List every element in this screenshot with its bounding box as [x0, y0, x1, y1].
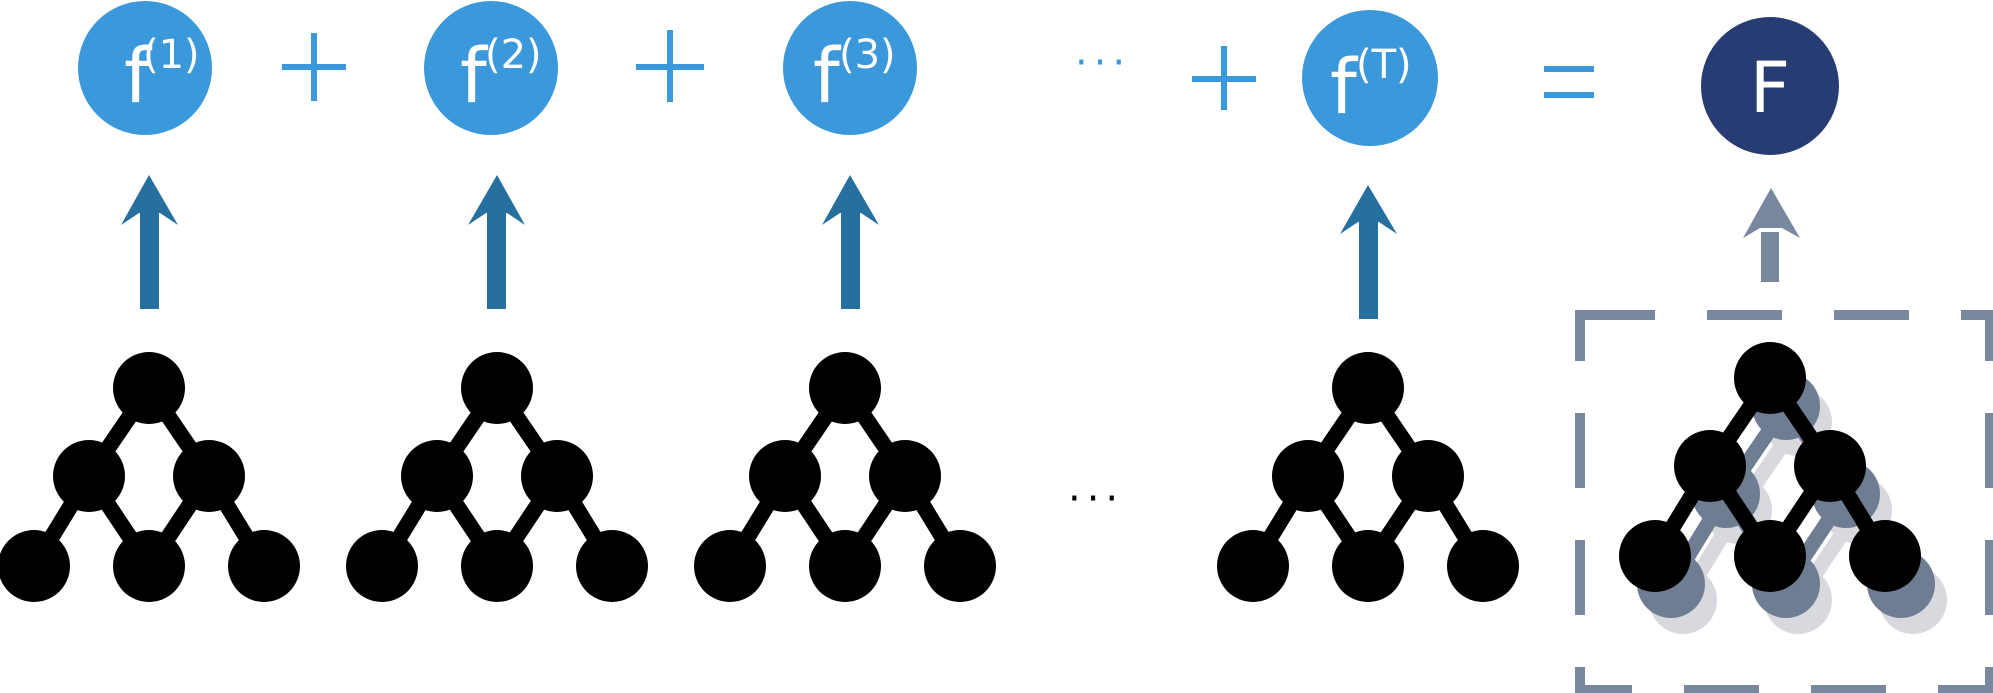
- tree-inner-node: [173, 440, 245, 512]
- tree-root-node: [809, 352, 881, 424]
- up-arrow-icon: [121, 175, 178, 309]
- equals-sign-top: [1544, 66, 1594, 72]
- binary-tree-icon: [694, 352, 996, 602]
- formula-row: f (1) f (2) f (3) ···: [78, 1, 1839, 155]
- tree-leaf-node: [694, 530, 766, 602]
- model-node-f3: f (3): [783, 1, 917, 135]
- trees-ellipsis: ···: [1068, 476, 1124, 522]
- ensemble-node-F-label: F: [1750, 47, 1790, 129]
- tree-leaf-node: [0, 530, 70, 602]
- up-arrow-1-head: [121, 175, 178, 225]
- tree-inner-node: [401, 440, 473, 512]
- model-node-f3-base: f: [813, 31, 842, 120]
- model-node-f1: f (1): [78, 1, 212, 135]
- tree-root-node: [113, 352, 185, 424]
- model-node-fT-circle: [1302, 10, 1438, 146]
- trees-row: [0, 352, 1519, 602]
- ensemble-node-F: F: [1701, 17, 1839, 155]
- binary-tree-icon: [1619, 342, 1921, 592]
- tree-root-node: [461, 352, 533, 424]
- tree-leaf-node: [1332, 530, 1404, 602]
- arrows-row: [121, 175, 1800, 319]
- plus-sign-2: [636, 30, 704, 102]
- model-node-f2-base: f: [460, 31, 489, 120]
- up-arrow-icon: [822, 175, 879, 309]
- model-node-f2-sup: (2): [485, 32, 542, 78]
- tree-leaf-node: [461, 530, 533, 602]
- tree-leaf-node: [576, 530, 648, 602]
- tree-leaf-node: [113, 530, 185, 602]
- equals-sign-bottom: [1544, 92, 1594, 98]
- ensemble-box: [1575, 310, 1993, 693]
- tree-root-node: [1332, 352, 1404, 424]
- up-arrow-T-shaft: [1359, 220, 1378, 319]
- model-node-f1-base: f: [124, 31, 153, 120]
- ensemble-node-F-circle: [1701, 17, 1839, 155]
- tree-inner-node: [869, 440, 941, 512]
- tree-leaf-node: [1734, 520, 1806, 592]
- up-arrow-icon: [1340, 185, 1397, 319]
- tree-root-node: [1734, 342, 1806, 414]
- equals-sign: [1544, 66, 1594, 98]
- up-arrow-F-shaft: [1761, 232, 1779, 282]
- tree-inner-node: [1674, 430, 1746, 502]
- tree-inner-node: [1794, 430, 1866, 502]
- formula-ellipsis: ···: [1075, 40, 1131, 86]
- tree-inner-node: [521, 440, 593, 512]
- up-arrow-3-head: [822, 175, 879, 225]
- plus-sign-1-v: [311, 33, 317, 101]
- up-arrow-T-head: [1340, 185, 1397, 234]
- tree-inner-node: [53, 440, 125, 512]
- binary-tree-icon: [346, 352, 648, 602]
- model-node-fT: f (T): [1302, 10, 1438, 146]
- model-node-f1-sup: (1): [143, 32, 200, 78]
- up-arrow-2-shaft: [487, 210, 506, 309]
- tree-leaf-node: [1217, 530, 1289, 602]
- tree-leaf-node: [346, 530, 418, 602]
- plus-sign-3-v: [1221, 46, 1227, 110]
- tree-leaf-node: [809, 530, 881, 602]
- tree-inner-node: [749, 440, 821, 512]
- up-arrow-icon: [468, 175, 525, 309]
- tree-leaf-node: [924, 530, 996, 602]
- plus-sign-2-v: [667, 30, 673, 102]
- model-node-f2: f (2): [424, 1, 558, 135]
- model-node-f3-circle: [783, 1, 917, 135]
- stacked-tree-ensemble-icon: [1619, 342, 1947, 634]
- plus-sign-3: [1192, 46, 1256, 110]
- binary-tree-icon: [0, 352, 300, 602]
- up-arrow-1-shaft: [140, 210, 159, 309]
- up-arrow-icon: [1743, 188, 1800, 282]
- up-arrow-2-head: [468, 175, 525, 225]
- tree-leaf-node: [1619, 520, 1691, 592]
- model-node-fT-base: f: [1330, 42, 1359, 131]
- tree-leaf-node: [1849, 520, 1921, 592]
- model-node-fT-sup: (T): [1356, 42, 1412, 88]
- tree-inner-node: [1272, 440, 1344, 512]
- tree-inner-node: [1392, 440, 1464, 512]
- up-arrow-3-shaft: [841, 210, 860, 309]
- tree-leaf-node: [228, 530, 300, 602]
- model-node-f1-circle: [78, 1, 212, 135]
- model-node-f2-circle: [424, 1, 558, 135]
- up-arrow-F-head: [1743, 188, 1800, 238]
- plus-sign-1: [282, 33, 346, 101]
- binary-tree-icon: [1217, 352, 1519, 602]
- tree-leaf-node: [1447, 530, 1519, 602]
- model-node-f3-sup: (3): [839, 32, 896, 78]
